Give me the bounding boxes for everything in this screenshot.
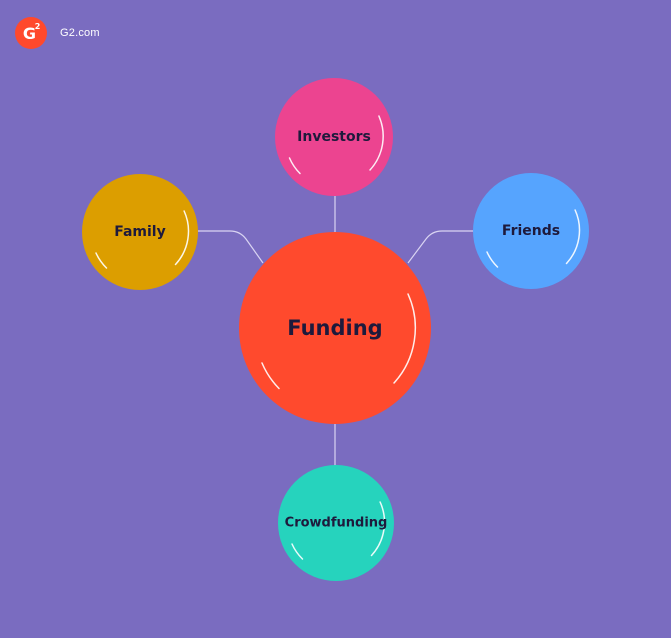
node-friends: Friends xyxy=(473,173,589,289)
node-family-circle xyxy=(82,174,198,290)
node-family-highlight xyxy=(95,252,108,269)
node-friends-highlight xyxy=(486,251,499,268)
node-family-label: Family xyxy=(114,224,166,240)
node-funding-circle xyxy=(239,232,431,424)
node-investors-highlight xyxy=(369,115,384,171)
node-investors-circle xyxy=(275,78,393,196)
node-crowdfunding-highlight xyxy=(370,501,386,557)
node-friends-highlight xyxy=(565,209,581,265)
brand: G 2 G2.com xyxy=(15,17,100,49)
node-friends-label: Friends xyxy=(502,223,560,239)
connector-family xyxy=(198,230,264,264)
svg-text:G: G xyxy=(23,24,36,43)
node-funding-highlight xyxy=(261,362,280,390)
node-funding: Funding xyxy=(239,232,431,424)
node-friends-circle xyxy=(473,173,589,289)
g2-logo-icon: G 2 xyxy=(15,17,47,49)
node-family-highlight xyxy=(174,210,190,266)
brand-site-label: G2.com xyxy=(60,27,100,39)
svg-text:2: 2 xyxy=(35,22,41,31)
node-funding-highlight xyxy=(393,293,417,384)
node-crowdfunding-circle xyxy=(278,465,394,581)
node-investors-highlight xyxy=(288,157,301,175)
node-crowdfunding: Crowdfunding xyxy=(278,465,394,581)
node-funding-label: Funding xyxy=(287,316,382,340)
node-investors-label: Investors xyxy=(297,129,371,145)
node-investors: Investors xyxy=(275,78,393,196)
node-crowdfunding-label: Crowdfunding xyxy=(285,516,388,531)
node-family: Family xyxy=(82,174,198,290)
node-crowdfunding-highlight xyxy=(291,543,304,560)
connector-friends xyxy=(407,230,474,264)
